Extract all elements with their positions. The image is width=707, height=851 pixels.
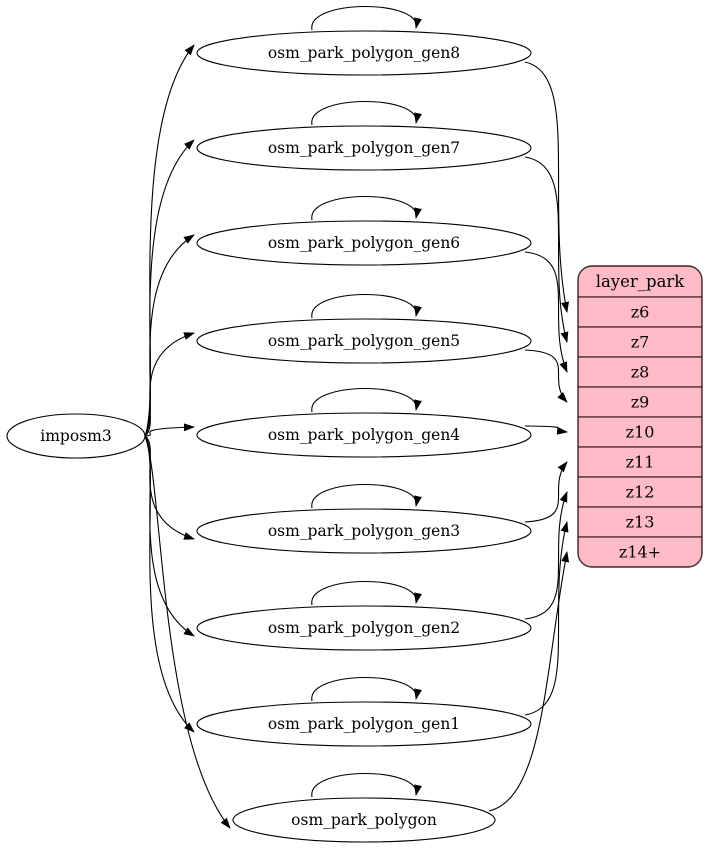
edge-imposm3-to-gen3: [144, 435, 195, 540]
edge-gen3-to-z11: [524, 461, 568, 523]
node-gen1-shape: [196, 701, 532, 747]
table-row-label-z10: z10: [626, 423, 655, 442]
self-loop-gen5: [311, 293, 422, 319]
self-loop-gen2: [311, 580, 422, 606]
node-base[interactable]: osm_park_polygon: [232, 797, 496, 843]
table-row-label-z14+: z14+: [619, 543, 661, 562]
table-row-z7[interactable]: [578, 326, 702, 358]
node-imposm3-label: imposm3: [40, 427, 111, 445]
table-row-label-z9: z9: [631, 393, 650, 412]
edge-imposm3-to-gen1: [144, 435, 195, 733]
node-gen3-label: osm_park_polygon_gen3: [268, 522, 460, 540]
table-row-z13[interactable]: [578, 506, 702, 538]
node-gen4-label: osm_park_polygon_gen4: [268, 426, 460, 444]
node-gen5-shape: [196, 318, 532, 364]
layer-park-table-body: layer_park z6 z7 z8 z9 z10 z11 z12 z13 z14+: [578, 266, 702, 567]
node-gen5[interactable]: osm_park_polygon_gen5: [196, 318, 532, 364]
nodes-layer: imposm3 osm_park_polygon_gen8 osm_park_pol…: [6, 30, 532, 843]
node-base-shape: [232, 797, 496, 843]
edge-gen2-to-z12: [524, 491, 568, 620]
table-row-label-z6: z6: [631, 303, 650, 322]
node-gen8[interactable]: osm_park_polygon_gen8: [196, 30, 532, 76]
node-gen2-shape: [196, 605, 532, 651]
node-gen6[interactable]: osm_park_polygon_gen6: [196, 220, 532, 266]
edge-gen5-to-z9: [524, 349, 568, 403]
node-gen7-label: osm_park_polygon_gen7: [268, 139, 460, 157]
edge-imposm3-to-gen7: [144, 139, 195, 437]
edge-gen7-to-z7: [524, 156, 569, 343]
self-loop-gen7: [311, 100, 422, 126]
node-gen5-label: osm_park_polygon_gen5: [268, 332, 460, 350]
node-gen7-shape: [196, 125, 532, 171]
table-row-z12[interactable]: [578, 476, 702, 508]
node-imposm3-shape: [6, 413, 146, 459]
edge-gen8-to-z6: [524, 61, 570, 313]
self-loop-gen6: [311, 195, 422, 221]
edge-gen1-to-z13: [524, 521, 569, 716]
node-gen8-label: osm_park_polygon_gen8: [268, 44, 460, 62]
self-loop-base: [311, 772, 422, 798]
layer-park-table: layer_park z6 z7 z8 z9 z10 z11 z12 z13 z14+: [577, 265, 703, 568]
table-header-label: layer_park: [596, 272, 686, 291]
table-outline: [577, 265, 703, 568]
table-row-label-z8: z8: [631, 363, 650, 382]
table-row-z9[interactable]: [578, 386, 702, 418]
node-gen1-label: osm_park_polygon_gen1: [268, 715, 460, 733]
node-gen3-shape: [196, 508, 532, 554]
node-gen1[interactable]: osm_park_polygon_gen1: [196, 701, 532, 747]
table-row-label-z7: z7: [631, 333, 650, 352]
node-gen4[interactable]: osm_park_polygon_gen4: [196, 412, 532, 458]
self-loop-gen1: [311, 676, 422, 702]
edge-gen4-to-z10: [524, 425, 568, 435]
node-gen8-shape: [196, 30, 532, 76]
edge-base-to-z14+: [488, 551, 570, 812]
node-gen2[interactable]: osm_park_polygon_gen2: [196, 605, 532, 651]
self-loop-gen3: [311, 483, 422, 509]
node-gen7[interactable]: osm_park_polygon_gen7: [196, 125, 532, 171]
edge-imposm3-to-base: [144, 435, 231, 829]
self-loop-gen8: [311, 5, 422, 31]
table-row-z14+[interactable]: [578, 536, 702, 567]
table-row-z11[interactable]: [578, 446, 702, 478]
node-imposm3[interactable]: imposm3: [6, 413, 146, 459]
edges-layer: [144, 5, 570, 829]
self-loop-gen4: [311, 387, 422, 413]
node-base-label: osm_park_polygon: [291, 811, 437, 829]
node-gen6-shape: [196, 220, 532, 266]
node-gen6-label: osm_park_polygon_gen6: [268, 234, 460, 252]
edge-imposm3-to-gen6: [144, 234, 195, 437]
node-gen4-shape: [196, 412, 532, 458]
table-row-label-z11: z11: [626, 453, 655, 472]
table-row-label-z13: z13: [626, 513, 655, 532]
edge-gen6-to-z8: [524, 251, 568, 373]
table-row-label-z12: z12: [626, 483, 655, 502]
node-gen2-label: osm_park_polygon_gen2: [268, 619, 460, 637]
node-gen3[interactable]: osm_park_polygon_gen3: [196, 508, 532, 554]
table-row-z10[interactable]: [578, 416, 702, 448]
edge-imposm3-to-gen5: [144, 332, 195, 437]
edge-imposm3-to-gen4: [144, 423, 195, 437]
